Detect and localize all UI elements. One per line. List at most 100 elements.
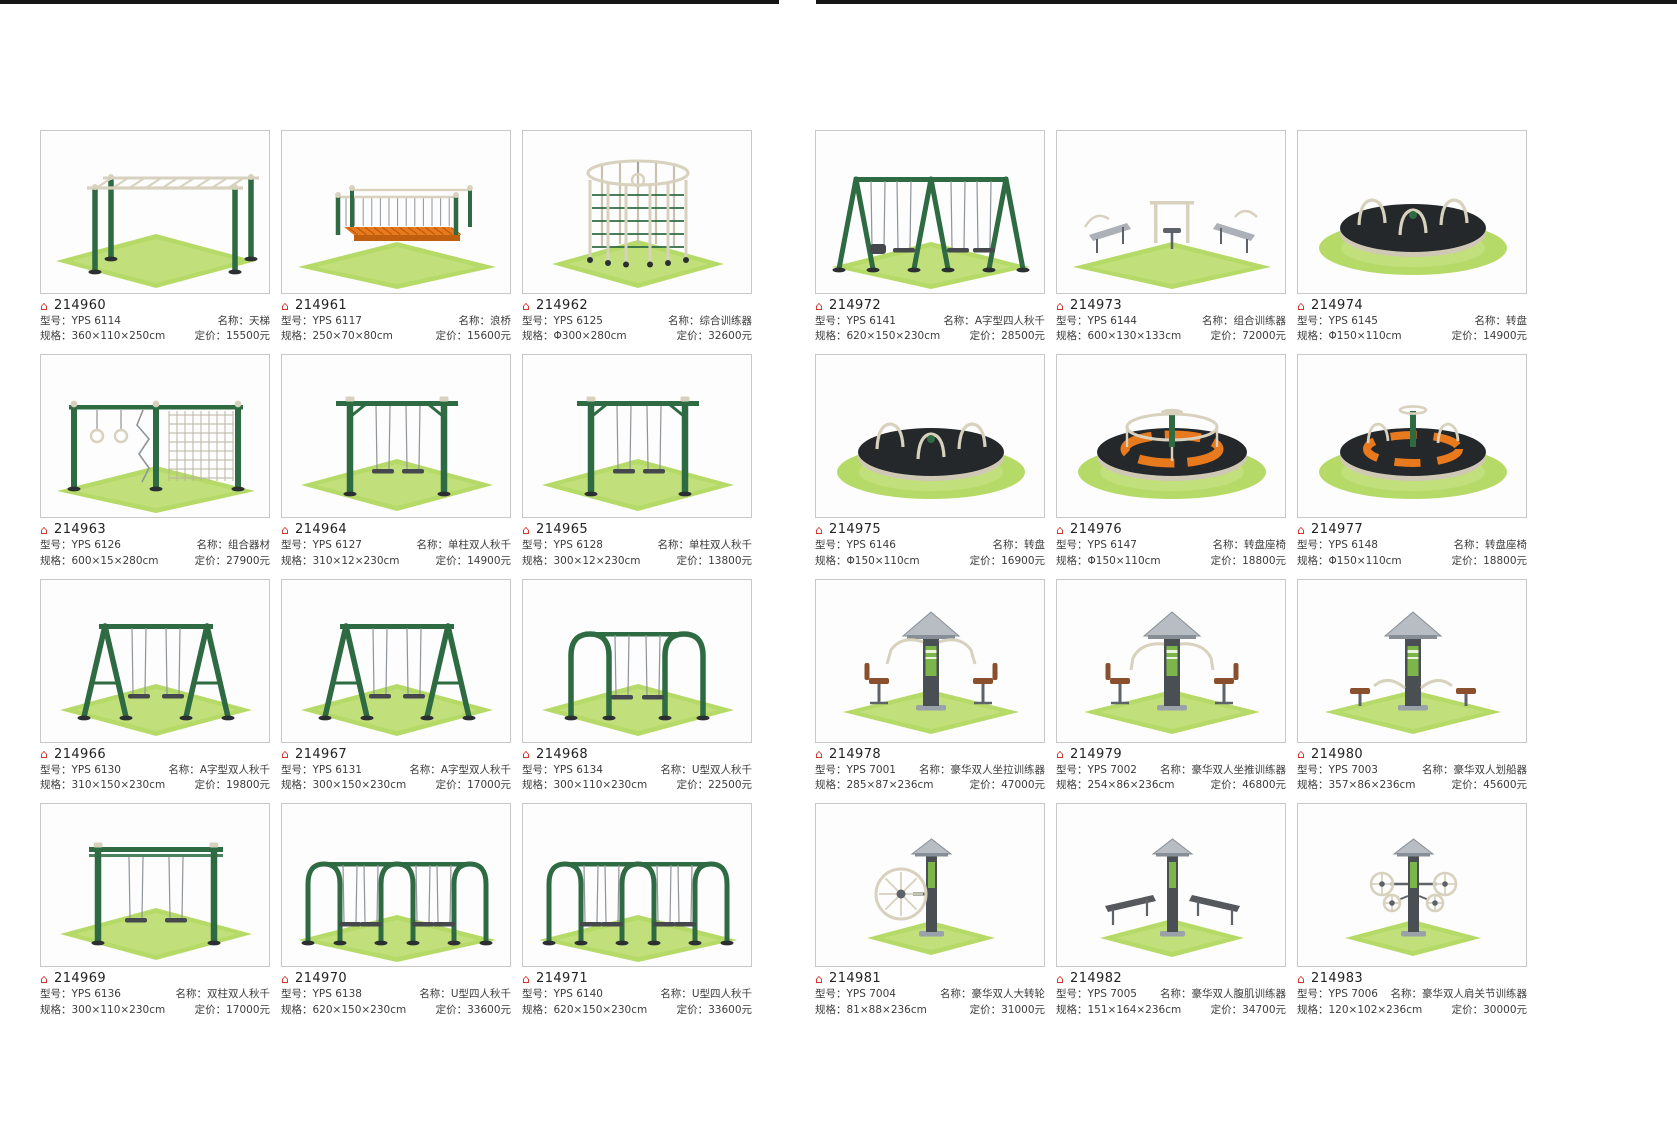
product-model-name-row: 型号：YPS 6145 名称：转盘 xyxy=(1297,314,1527,329)
name-label: 名称： xyxy=(1160,763,1192,776)
spec-value: 300×12×230cm xyxy=(553,554,641,567)
model-value: YPS 6136 xyxy=(71,988,121,1001)
name-value: U型四人秋千 xyxy=(691,988,752,1001)
product-image xyxy=(522,578,752,743)
price-label: 定价： xyxy=(194,1003,227,1016)
name-value: U型四人秋千 xyxy=(450,988,511,1001)
spec-label: 规格： xyxy=(281,1003,313,1016)
spec-pair: 规格：285×87×236cm xyxy=(815,778,934,793)
product-image xyxy=(281,354,511,519)
spec-label: 规格： xyxy=(522,554,554,567)
spec-label: 规格： xyxy=(40,1003,72,1016)
product-id-row: ⌂ 214979 xyxy=(1056,746,1286,763)
spec-value: 300×150×230cm xyxy=(312,779,407,792)
spec-pair: 规格：Φ150×110cm xyxy=(815,554,920,569)
spec-pair: 规格：310×12×230cm xyxy=(281,554,400,569)
name-label: 名称： xyxy=(992,539,1025,552)
model-value: YPS 7004 xyxy=(846,988,896,1001)
price-pair: 定价：72000元 xyxy=(1211,329,1286,344)
product-model-name-row: 型号：YPS 6146 名称：转盘 xyxy=(815,538,1045,553)
price-label: 定价： xyxy=(676,779,709,792)
name-value: 单柱双人秋千 xyxy=(448,539,511,552)
spec-pair: 规格：81×88×236cm xyxy=(815,1003,927,1018)
product-id: 214970 xyxy=(295,971,348,987)
name-value: 豪华双人坐推训练器 xyxy=(1191,763,1287,776)
price-value: 47000元 xyxy=(1001,779,1045,792)
product-image xyxy=(1056,354,1286,519)
product-card: ⌂ 214970 型号：YPS 6138 名称：U型四人秋千 规格：620×15… xyxy=(281,803,511,1017)
price-label: 定价： xyxy=(1210,330,1243,343)
product-spec-price-row: 规格：300×150×230cm 定价：17000元 xyxy=(281,778,511,793)
spec-value: 285×87×236cm xyxy=(846,779,934,792)
spec-label: 规格： xyxy=(1056,779,1088,792)
product-card: ⌂ 214983 型号：YPS 7006 名称：豪华双人肩关节训练器 规格：12… xyxy=(1297,803,1527,1017)
name-value: 双柱双人秋千 xyxy=(207,988,270,1001)
spec-label: 规格： xyxy=(1056,330,1088,343)
name-pair: 名称：浪桥 xyxy=(459,314,512,329)
spec-pair: 规格：120×102×236cm xyxy=(1297,1003,1422,1018)
product-spec-price-row: 规格：600×15×280cm 定价：27900元 xyxy=(40,554,270,569)
model-pair: 型号：YPS 6126 xyxy=(40,538,121,553)
spec-label: 规格： xyxy=(281,330,313,343)
price-pair: 定价：18800元 xyxy=(1211,554,1286,569)
name-value: U型双人秋千 xyxy=(691,763,752,776)
product-model-name-row: 型号：YPS 6140 名称：U型四人秋千 xyxy=(522,987,752,1002)
name-value: 豪华双人腹肌训练器 xyxy=(1191,988,1287,1001)
price-label: 定价： xyxy=(969,554,1002,567)
model-pair: 型号：YPS 6131 xyxy=(281,763,362,778)
model-pair: 型号：YPS 7005 xyxy=(1056,987,1137,1002)
product-card: ⌂ 214960 型号：YPS 6114 名称：天梯 规格：360×110×25… xyxy=(40,130,270,344)
product-image xyxy=(1297,578,1527,743)
spec-value: 310×12×230cm xyxy=(312,554,400,567)
name-pair: 名称：单柱双人秋千 xyxy=(417,538,512,553)
spec-label: 规格： xyxy=(1056,554,1088,567)
product-image xyxy=(815,130,1045,294)
model-label: 型号： xyxy=(40,315,72,327)
price-pair: 定价：15600元 xyxy=(436,329,511,344)
model-label: 型号： xyxy=(815,763,847,776)
house-marker-icon: ⌂ xyxy=(522,971,531,986)
product-model-name-row: 型号：YPS 6138 名称：U型四人秋千 xyxy=(281,987,511,1002)
price-pair: 定价：15500元 xyxy=(195,329,270,344)
model-value: YPS 6131 xyxy=(312,763,362,776)
spec-value: 357×86×236cm xyxy=(1328,779,1416,792)
house-marker-icon: ⌂ xyxy=(522,522,531,537)
swing-portal-2-illustration xyxy=(60,842,252,961)
name-pair: 名称：豪华双人划船器 xyxy=(1422,763,1527,778)
name-label: 名称： xyxy=(217,315,250,327)
price-label: 定价： xyxy=(676,554,709,567)
product-id: 214967 xyxy=(295,746,348,762)
model-value: YPS 6130 xyxy=(71,763,121,776)
model-label: 型号： xyxy=(1297,988,1329,1001)
product-spec-price-row: 规格：310×150×230cm 定价：19800元 xyxy=(40,778,270,793)
price-value: 34700元 xyxy=(1242,1003,1286,1016)
product-card: ⌂ 214976 型号：YPS 6147 名称：转盘座椅 规格：Φ150×110… xyxy=(1056,354,1286,568)
name-value: A字型双人秋千 xyxy=(199,763,270,776)
model-pair: 型号：YPS 7004 xyxy=(815,987,896,1002)
house-marker-icon: ⌂ xyxy=(1297,522,1306,537)
name-label: 名称： xyxy=(943,315,975,327)
product-id-row: ⌂ 214981 xyxy=(815,970,1045,987)
spec-label: 规格： xyxy=(281,779,313,792)
spec-pair: 规格：620×150×230cm xyxy=(281,1003,406,1018)
price-value: 15600元 xyxy=(467,330,511,343)
product-image xyxy=(1056,130,1286,294)
spec-pair: 规格：300×110×230cm xyxy=(40,1003,165,1018)
page-top-rule-right xyxy=(816,0,1677,4)
product-card: ⌂ 214962 型号：YPS 6125 名称：综合训练器 规格：Φ300×28… xyxy=(522,130,752,344)
product-spec-price-row: 规格：600×130×133cm 定价：72000元 xyxy=(1056,329,1286,344)
product-id: 214968 xyxy=(536,746,589,762)
price-pair: 定价：16900元 xyxy=(970,554,1045,569)
house-marker-icon: ⌂ xyxy=(1056,747,1065,762)
name-label: 名称： xyxy=(168,763,200,776)
product-id: 214973 xyxy=(1070,298,1123,313)
model-label: 型号： xyxy=(815,315,847,327)
price-pair: 定价：32600元 xyxy=(677,329,752,344)
name-value: 转盘 xyxy=(1024,539,1045,552)
product-id-row: ⌂ 214961 xyxy=(281,297,511,314)
product-id-row: ⌂ 214965 xyxy=(522,521,752,538)
model-label: 型号： xyxy=(40,988,72,1001)
spec-pair: 规格：620×150×230cm xyxy=(815,329,940,344)
product-image xyxy=(1297,354,1527,519)
name-value: 转盘 xyxy=(1506,315,1527,327)
